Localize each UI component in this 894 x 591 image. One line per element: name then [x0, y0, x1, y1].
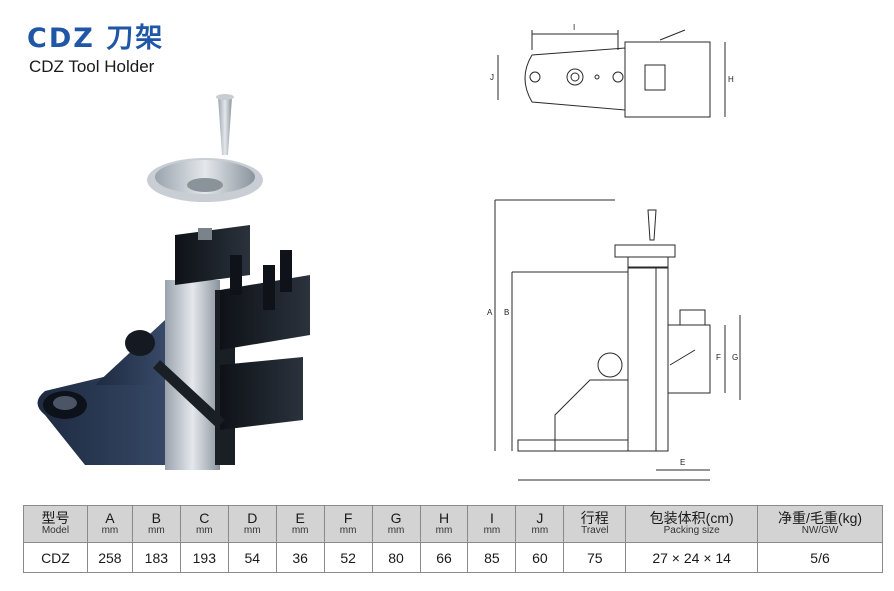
- page-title: CDZ 刀架: [27, 23, 165, 54]
- cell-h: 66: [419, 542, 469, 573]
- cell-weight: 5/6: [757, 542, 883, 573]
- col-weight: 净重/毛重(kg)NW/GW: [757, 505, 883, 543]
- dim-label-a: A: [487, 308, 493, 317]
- dim-label-g: G: [732, 353, 738, 362]
- col-packing-size: 包装体积(cm)Packing size: [625, 505, 759, 543]
- dim-label-j: J: [490, 73, 494, 82]
- table-row: CDZ 258 183 193 54 36 52 80 66 85 60 75 …: [23, 542, 883, 573]
- dimension-drawing: I J H A B F G E: [487, 23, 741, 481]
- dim-label-f: F: [716, 353, 721, 362]
- cell-d: 54: [227, 542, 277, 573]
- cell-c: 193: [179, 542, 229, 573]
- page-subtitle: CDZ Tool Holder: [29, 57, 155, 76]
- cell-f: 52: [323, 542, 373, 573]
- cell-travel: 75: [563, 542, 627, 573]
- cell-b: 183: [131, 542, 181, 573]
- dim-label-h: H: [728, 75, 734, 84]
- cell-j: 60: [515, 542, 565, 573]
- dim-label-e: E: [680, 458, 685, 467]
- cell-model: CDZ: [23, 542, 88, 573]
- cell-packing-size: 27 × 24 × 14: [625, 542, 759, 573]
- cell-a: 258: [86, 542, 133, 573]
- cell-g: 80: [371, 542, 421, 573]
- cell-i: 85: [467, 542, 517, 573]
- dim-label-i: I: [573, 23, 575, 32]
- cell-e: 36: [275, 542, 325, 573]
- product-photo: [37, 94, 310, 470]
- dim-label-b: B: [504, 308, 509, 317]
